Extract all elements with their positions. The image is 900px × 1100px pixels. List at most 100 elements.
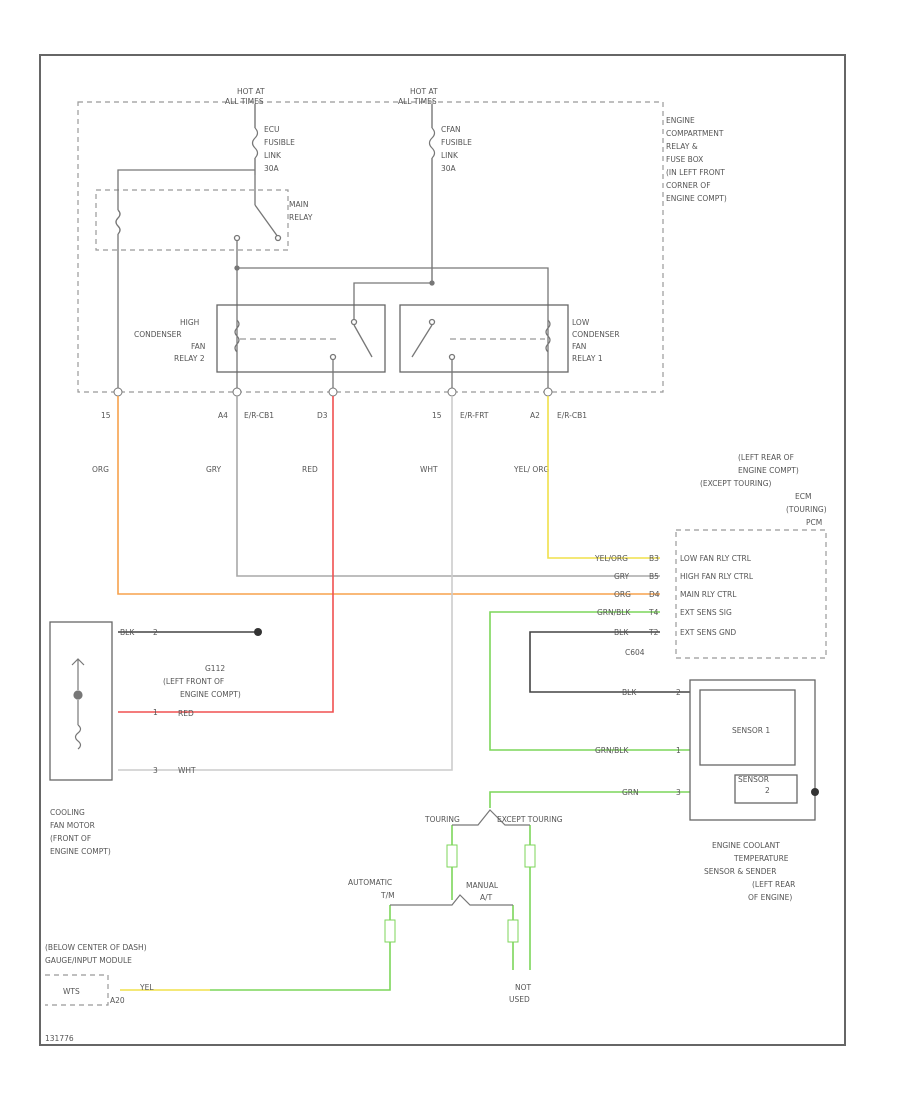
svg-text:CONDENSER: CONDENSER	[134, 330, 182, 339]
automatic-label: AUTOMATIC	[348, 878, 392, 887]
svg-text:COMPARTMENT: COMPARTMENT	[666, 129, 724, 138]
svg-text:(LEFT FRONT OF: (LEFT FRONT OF	[163, 677, 224, 686]
main-relay-label: MAIN	[289, 200, 308, 209]
svg-text:G112: G112	[205, 664, 225, 673]
pin-label-5: A2	[530, 411, 540, 420]
cooling-fan-motor-box	[49, 621, 113, 781]
automatic-label-2: T/M	[380, 891, 395, 900]
fan-motor-symbol	[71, 658, 85, 750]
pin-label-4: 15	[432, 411, 442, 420]
svg-text:FAN: FAN	[191, 342, 205, 351]
svg-text:GRN: GRN	[622, 788, 639, 797]
diagram-frame	[39, 54, 846, 1046]
manual-label: MANUAL	[466, 881, 499, 890]
svg-text:HIGH FAN RLY CTRL: HIGH FAN RLY CTRL	[680, 572, 754, 581]
svg-text:ENGINE: ENGINE	[666, 116, 695, 125]
svg-text:3: 3	[676, 788, 681, 797]
wire-blk-ecm	[529, 631, 690, 693]
svg-text:T2: T2	[648, 628, 659, 637]
svg-text:CFAN: CFAN	[441, 125, 461, 134]
gauge-label: (BELOW CENTER OF DASH) GAUGE/INPUT MODUL…	[45, 943, 147, 965]
svg-text:T4: T4	[648, 608, 659, 617]
ecm-connector-label: C604	[625, 648, 645, 657]
sensor-pin-row-2: GRN 3	[622, 788, 681, 797]
svg-text:RELAY 1: RELAY 1	[572, 354, 603, 363]
svg-text:(TOURING): (TOURING)	[786, 505, 827, 514]
hot-label-left: HOT AT	[237, 87, 265, 96]
svg-text:FUSE BOX: FUSE BOX	[666, 155, 703, 164]
svg-text:(FRONT OF: (FRONT OF	[50, 834, 91, 843]
svg-text:GRN/BLK: GRN/BLK	[597, 608, 631, 617]
fan-pin-row-2: WHT 3	[153, 766, 196, 775]
not-used-label-2: USED	[509, 995, 530, 1004]
high-relay-switch	[329, 318, 373, 392]
svg-text:ORG: ORG	[614, 590, 631, 599]
high-relay-label: HIGH CONDENSER FAN RELAY 2	[134, 318, 205, 363]
svg-text:GAUGE/INPUT MODULE: GAUGE/INPUT MODULE	[45, 956, 132, 965]
main-relay	[115, 169, 282, 392]
svg-text:ECU: ECU	[264, 125, 279, 134]
svg-text:B3: B3	[649, 554, 659, 563]
touring-split	[390, 809, 530, 906]
ecm-label: (LEFT REAR OF ENGINE COMPT) (EXCEPT TOUR…	[700, 453, 827, 527]
main-relay-box	[95, 189, 289, 251]
sensor-pin-row-0: BLK 2	[622, 688, 681, 697]
gauge-connector-label: A20	[110, 996, 125, 1005]
svg-text:LOW: LOW	[572, 318, 590, 327]
svg-text:(LEFT REAR OF: (LEFT REAR OF	[738, 453, 794, 462]
svg-text:3: 3	[153, 766, 158, 775]
hot-label-left-2: ALL TIMES	[225, 97, 264, 106]
sensor-1-box	[699, 689, 796, 766]
fan-motor-label: COOLING FAN MOTOR (FRONT OF ENGINE COMPT…	[50, 808, 111, 856]
wire-label-org: ORG	[92, 465, 109, 474]
svg-text:RED: RED	[178, 709, 194, 718]
low-relay-switch	[411, 318, 456, 392]
svg-text:1: 1	[676, 746, 681, 755]
fan-pin-row-0: BLK 2	[120, 628, 158, 637]
relay-box-label: ENGINE COMPARTMENT RELAY & FUSE BOX (IN …	[666, 116, 727, 203]
main-relay-label-2: RELAY	[289, 213, 313, 222]
coolant-sensor-box	[689, 679, 816, 821]
wire-org	[117, 396, 660, 595]
sensor-2-label: SENSOR	[738, 775, 769, 784]
svg-text:BLK: BLK	[622, 688, 637, 697]
pin-connector-2: E/R-CB1	[244, 411, 274, 420]
gauge-module-box	[45, 974, 109, 1006]
svg-text:OF ENGINE): OF ENGINE)	[748, 893, 792, 902]
fan-pin-row-1: RED 1	[153, 708, 194, 718]
svg-text:ECM: ECM	[795, 492, 811, 501]
ecm-pin-row-2: ORG D4 MAIN RLY CTRL	[614, 590, 737, 599]
wire-red	[118, 396, 334, 713]
svg-text:FAN MOTOR: FAN MOTOR	[50, 821, 95, 830]
svg-text:ENGINE COMPT): ENGINE COMPT)	[50, 847, 111, 856]
svg-text:(LEFT REAR: (LEFT REAR	[752, 880, 795, 889]
svg-text:RELAY 2: RELAY 2	[174, 354, 205, 363]
svg-text:PCM: PCM	[806, 518, 822, 527]
coolant-sensor-label: ENGINE COOLANT TEMPERATURE SENSOR & SEND…	[704, 841, 795, 902]
relay-feed-bus	[234, 265, 549, 392]
svg-text:(IN LEFT FRONT: (IN LEFT FRONT	[666, 168, 725, 177]
svg-text:HIGH: HIGH	[180, 318, 199, 327]
svg-text:CORNER OF: CORNER OF	[666, 181, 711, 190]
pin-label-2: A4	[218, 411, 228, 420]
ground-g112-icon	[254, 628, 262, 636]
svg-text:ENGINE COOLANT: ENGINE COOLANT	[712, 841, 780, 850]
wire-grn-blk-ecm	[489, 611, 690, 751]
wire-label-wht: WHT	[420, 465, 438, 474]
grn-wire-tags	[384, 844, 536, 943]
ecm-pin-row-0: YEL/ORG B3 LOW FAN RLY CTRL	[594, 554, 752, 563]
low-condenser-fan-relay	[399, 304, 569, 373]
low-relay-label: LOW CONDENSER FAN RELAY 1	[572, 318, 620, 363]
manual-label-2: A/T	[480, 893, 493, 902]
svg-text:FUSIBLE: FUSIBLE	[441, 138, 472, 147]
svg-text:BLK: BLK	[120, 628, 135, 637]
svg-text:(EXCEPT TOURING): (EXCEPT TOURING)	[700, 479, 772, 488]
high-relay-coil	[234, 319, 240, 353]
wire-grn-automatic	[210, 905, 391, 991]
sensor-2-box	[734, 774, 798, 804]
wire-label-gry: GRY	[206, 465, 222, 474]
svg-text:LOW FAN RLY CTRL: LOW FAN RLY CTRL	[680, 554, 752, 563]
ecm-box	[675, 529, 827, 659]
ecm-pin-row-1: GRY B5 HIGH FAN RLY CTRL	[614, 572, 754, 581]
pin-label-1: 15	[101, 411, 111, 420]
